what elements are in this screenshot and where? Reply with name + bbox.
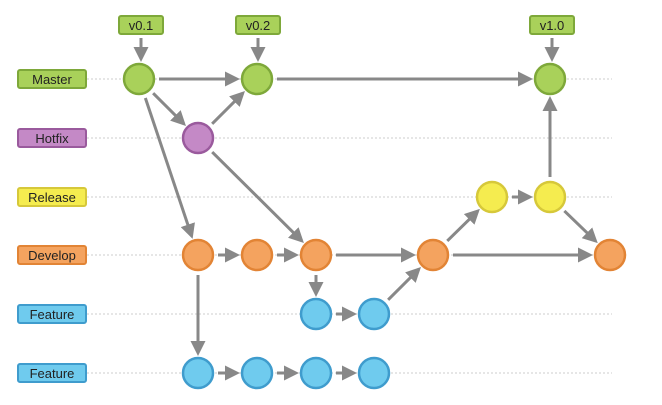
commit-node-feature1 xyxy=(299,297,333,331)
lane-label-feature: Feature xyxy=(17,363,87,383)
lane-label-text: Master xyxy=(32,71,72,87)
commit-node-hotfix xyxy=(181,121,215,155)
commit-node-develop xyxy=(593,238,627,272)
commit-node-develop xyxy=(416,238,450,272)
lane-label-develop: Develop xyxy=(17,245,87,265)
commit-node-master xyxy=(122,62,156,96)
commit-node-feature2 xyxy=(181,356,215,390)
commit-arrow xyxy=(211,91,245,125)
version-tag-v0-1: v0.1 xyxy=(118,15,164,35)
version-tag-text: v1.0 xyxy=(539,17,565,33)
version-tag-text: v0.2 xyxy=(245,17,271,33)
commit-arrows xyxy=(133,38,598,381)
version-tag-v1-0: v1.0 xyxy=(529,15,575,35)
commit-node-develop xyxy=(299,238,333,272)
commit-node-release xyxy=(475,180,509,214)
commit-arrow xyxy=(211,151,304,244)
version-tag-text: v0.1 xyxy=(128,17,154,33)
lane-label-master: Master xyxy=(17,69,87,89)
commit-arrow xyxy=(446,208,480,243)
commit-arrow xyxy=(563,209,598,244)
commit-arrow xyxy=(143,97,195,239)
lane-label-text: Release xyxy=(28,189,76,205)
commit-arrow xyxy=(152,92,186,126)
commit-node-develop xyxy=(181,238,215,272)
lane-label-text: Hotfix xyxy=(35,130,69,146)
commit-node-master xyxy=(533,62,567,96)
commit-node-feature2 xyxy=(299,356,333,390)
lane-label-hotfix: Hotfix xyxy=(17,128,87,148)
commit-node-master xyxy=(240,62,274,96)
lane-label-feature: Feature xyxy=(17,304,87,324)
lane-label-text: Feature xyxy=(29,365,75,381)
lane-label-text: Develop xyxy=(28,247,76,263)
commit-node-feature1 xyxy=(357,297,391,331)
lane-label-release: Release xyxy=(17,187,87,207)
commit-node-feature2 xyxy=(240,356,274,390)
lane-label-text: Feature xyxy=(29,306,75,322)
commit-arrow xyxy=(387,267,421,301)
commit-nodes xyxy=(122,62,627,390)
version-tag-v0-2: v0.2 xyxy=(235,15,281,35)
commit-node-feature2 xyxy=(357,356,391,390)
lane-guide-lines xyxy=(87,78,612,374)
commit-node-develop xyxy=(240,238,274,272)
commit-node-release xyxy=(533,180,567,214)
